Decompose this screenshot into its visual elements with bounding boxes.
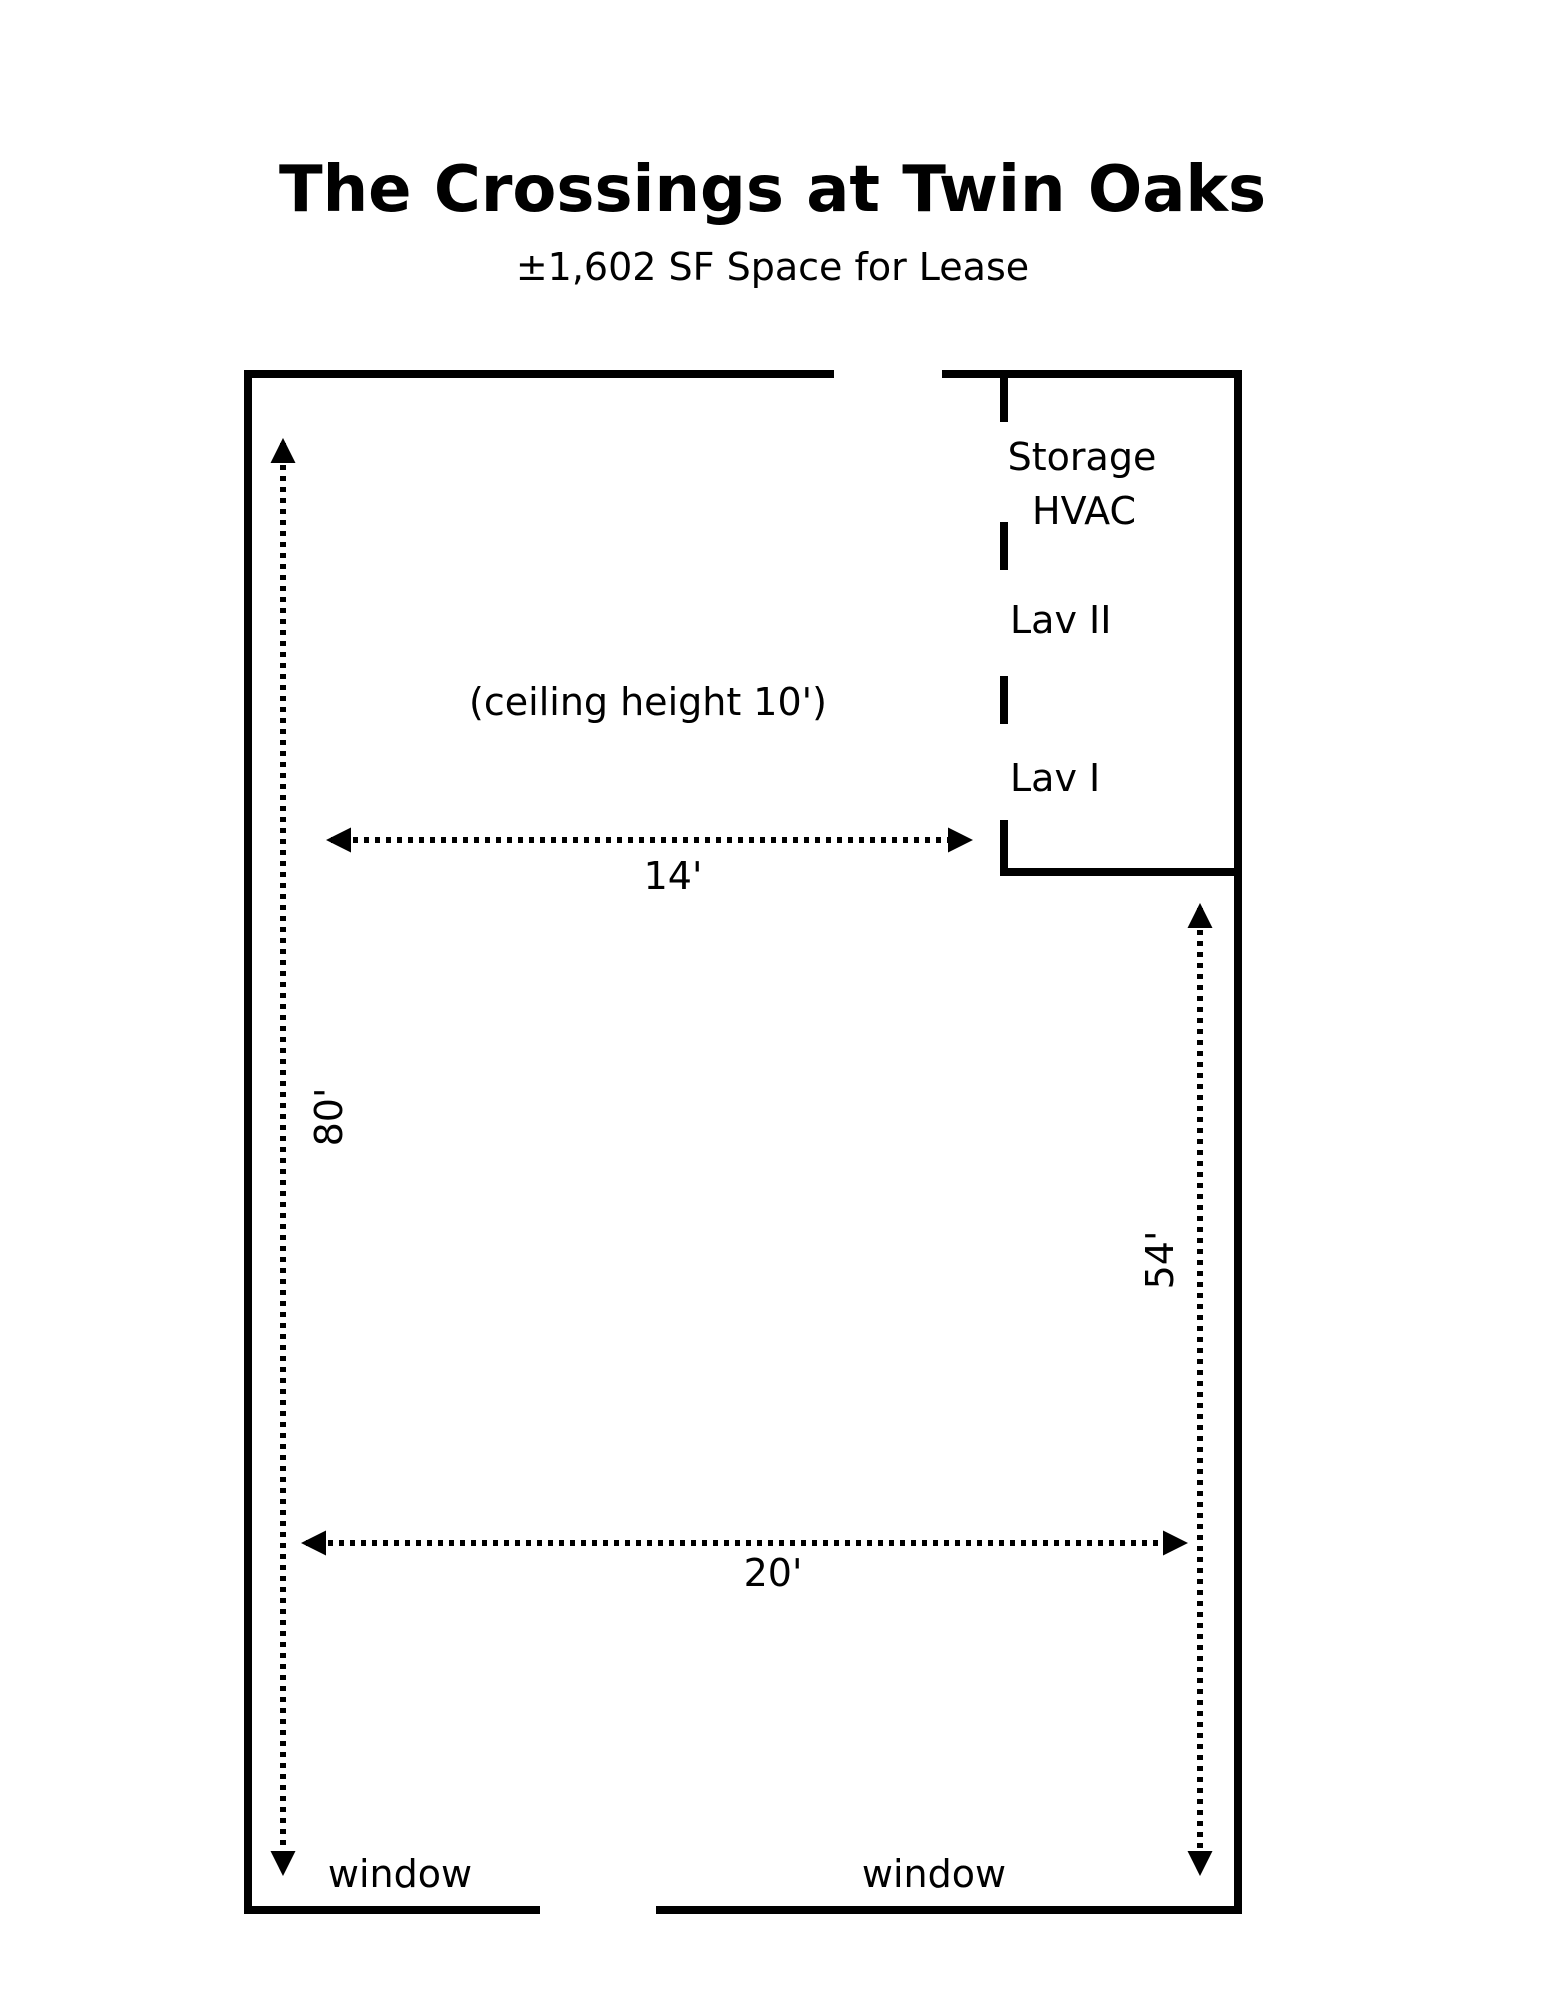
room-label-lav2: Lav II [1010, 598, 1111, 642]
dimension-label-80: 80' [307, 1088, 351, 1147]
window-label-left: window [328, 1852, 472, 1896]
outer-walls [244, 370, 1242, 1914]
dimension-label-20: 20' [744, 1551, 803, 1595]
room-label-hvac: HVAC [1032, 489, 1136, 533]
dimension-lines [270, 437, 1213, 1877]
ceiling-height-note: (ceiling height 10') [469, 680, 827, 724]
plan-subtitle: ±1,602 SF Space for Lease [515, 245, 1030, 289]
dimension-label-14: 14' [644, 854, 703, 898]
dimension-label-54: 54' [1138, 1231, 1182, 1290]
window-label-right: window [862, 1852, 1006, 1896]
partition-lav1 [1000, 820, 1238, 876]
room-label-lav1: Lav I [1010, 756, 1100, 800]
room-label-storage: Storage [1008, 435, 1157, 479]
utility-partitions [1000, 374, 1238, 876]
plan-title: The Crossings at Twin Oaks [278, 153, 1267, 227]
